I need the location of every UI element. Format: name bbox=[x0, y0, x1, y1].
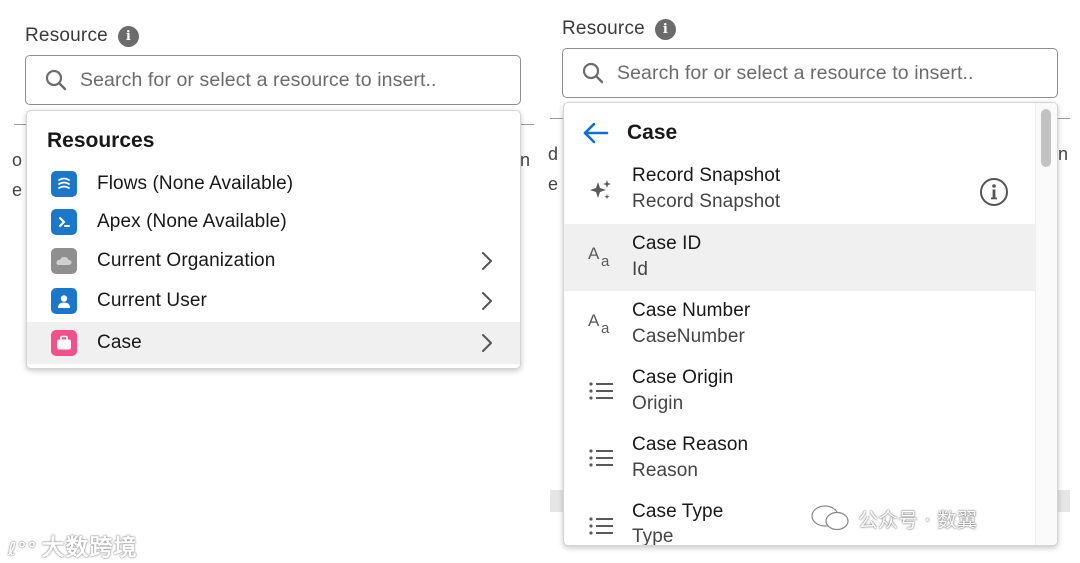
field-item-record-snapshot[interactable]: Record Snapshot Record Snapshot bbox=[564, 157, 1057, 224]
picklist-icon bbox=[586, 443, 616, 473]
field-api-name: CaseNumber bbox=[632, 326, 745, 347]
field-api-name: Record Snapshot bbox=[632, 191, 781, 212]
field-api-name: Origin bbox=[632, 393, 684, 414]
user-icon bbox=[51, 288, 77, 314]
watermark-text: 大数跨境 bbox=[41, 535, 138, 561]
resource-label-text: Resource bbox=[25, 25, 108, 46]
background-text-fragment: o bbox=[12, 150, 23, 170]
field-api-name: Reason bbox=[632, 460, 699, 481]
watermark-logo: 公众号 · 数翼 bbox=[810, 503, 977, 533]
case-icon bbox=[51, 330, 77, 356]
wechat-icon bbox=[811, 505, 849, 531]
field-title: Case Type bbox=[632, 501, 724, 522]
resource-search-input[interactable]: Search for or select a resource to inser… bbox=[562, 48, 1058, 98]
field-item-case-type[interactable]: Case Type Type bbox=[564, 493, 1057, 546]
resource-item-label: Apex (None Available) bbox=[97, 211, 287, 232]
info-icon[interactable] bbox=[978, 176, 1010, 208]
svg-text:A: A bbox=[588, 244, 600, 263]
field-title: Record Snapshot bbox=[632, 165, 781, 186]
watermark-text: 公众号 · 数翼 bbox=[858, 507, 978, 532]
field-item-case-origin[interactable]: Case Origin Origin bbox=[564, 358, 1057, 425]
search-placeholder: Search for or select a resource to inser… bbox=[80, 68, 437, 91]
resource-item-label: Current Organization bbox=[97, 250, 276, 271]
field-title: Case Number bbox=[632, 300, 751, 321]
scrollbar-thumb[interactable] bbox=[1041, 109, 1051, 167]
field-api-name: Type bbox=[632, 526, 674, 546]
resource-item-label: Case bbox=[97, 332, 142, 353]
resource-item-current-organization[interactable]: Current Organization bbox=[27, 241, 520, 281]
resource-item-case[interactable]: Case bbox=[27, 322, 520, 364]
resource-search-input[interactable]: Search for or select a resource to inser… bbox=[25, 55, 521, 105]
back-arrow-icon[interactable] bbox=[582, 121, 610, 145]
watermark-logo: ℓ°°大数跨境 bbox=[8, 535, 138, 561]
svg-text:a: a bbox=[601, 320, 610, 337]
flow-icon bbox=[51, 171, 77, 197]
resource-item-current-user[interactable]: Current User bbox=[27, 281, 520, 321]
resources-dropdown: Resources Flows (None Available) Apex (N… bbox=[26, 110, 521, 369]
picklist-icon bbox=[586, 511, 616, 541]
search-icon bbox=[45, 69, 67, 91]
resource-item-flows[interactable]: Flows (None Available) bbox=[27, 164, 520, 204]
background-text-fragment: e bbox=[548, 174, 559, 194]
background-text-fragment: n bbox=[1058, 144, 1069, 164]
resource-item-label: Current User bbox=[97, 290, 207, 311]
chevron-right-icon bbox=[482, 292, 492, 310]
background-text-fragment: n bbox=[520, 150, 531, 170]
left-resource-panel: Resource i Search for or select a resour… bbox=[8, 25, 534, 561]
resource-label: Resource i bbox=[562, 18, 676, 40]
background-text-fragment: d bbox=[548, 144, 559, 164]
apex-icon bbox=[51, 209, 77, 235]
sparkle-icon bbox=[586, 175, 616, 205]
picklist-icon bbox=[586, 376, 616, 406]
dropdown-heading: Case bbox=[627, 121, 678, 144]
svg-text:A: A bbox=[588, 311, 600, 330]
resource-label: Resource i bbox=[25, 25, 139, 47]
search-placeholder: Search for or select a resource to inser… bbox=[617, 61, 974, 84]
scrollbar-track[interactable] bbox=[1035, 103, 1057, 545]
resource-label-text: Resource bbox=[562, 18, 645, 39]
resource-item-apex[interactable]: Apex (None Available) bbox=[27, 202, 520, 242]
field-api-name: Id bbox=[632, 259, 649, 280]
right-resource-panel: Resource i Search for or select a resour… bbox=[540, 0, 1080, 563]
resource-item-label: Flows (None Available) bbox=[97, 173, 294, 194]
field-title: Case ID bbox=[632, 233, 702, 254]
field-title: Case Origin bbox=[632, 367, 734, 388]
info-icon[interactable]: i bbox=[117, 25, 139, 47]
organization-icon bbox=[51, 248, 77, 274]
svg-text:a: a bbox=[601, 253, 610, 270]
chevron-right-icon bbox=[482, 334, 492, 352]
chevron-right-icon bbox=[482, 252, 492, 270]
background-text-fragment: e bbox=[12, 180, 23, 200]
info-icon[interactable]: i bbox=[654, 18, 676, 40]
search-icon bbox=[582, 62, 604, 84]
field-item-case-reason[interactable]: Case Reason Reason bbox=[564, 425, 1057, 492]
field-title: Case Reason bbox=[632, 434, 749, 455]
dropdown-heading: Resources bbox=[47, 129, 155, 152]
